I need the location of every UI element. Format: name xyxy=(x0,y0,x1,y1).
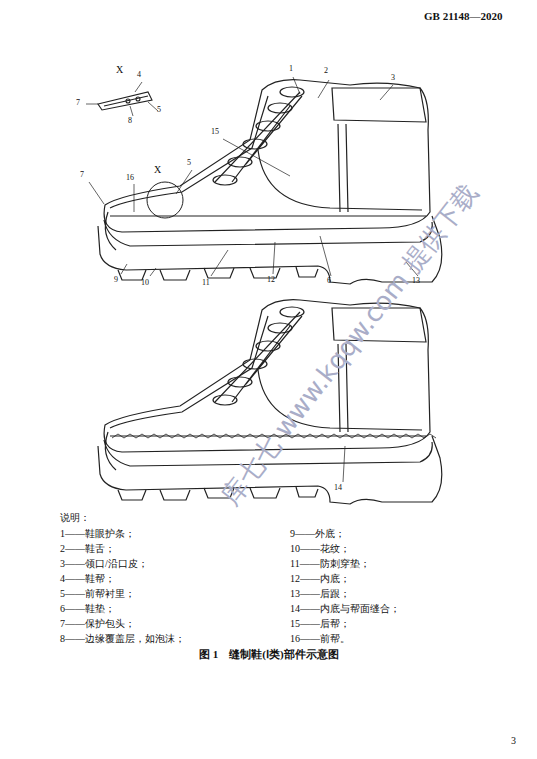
detail-mark: X xyxy=(154,164,161,175)
callout-number: 6 xyxy=(327,277,331,286)
callout-number: 4 xyxy=(137,71,141,80)
callout-number: 2 xyxy=(324,67,328,76)
callout-number: 12 xyxy=(267,276,275,285)
callout-number: 5 xyxy=(187,159,191,168)
detail-mark: X xyxy=(116,64,123,75)
page-number: 3 xyxy=(511,735,516,746)
figure-caption: 图 1 缝制鞋(Ⅰ类)部件示意图 xyxy=(199,648,339,660)
callout-number: 8 xyxy=(128,117,132,126)
legend-item: 8——边缘覆盖层，如泡沫； xyxy=(60,633,185,644)
callout-number: 3 xyxy=(391,74,395,83)
callout-number: 10 xyxy=(141,279,149,288)
callout-number: 1 xyxy=(289,65,293,74)
legend-item: 10——花纹； xyxy=(290,543,350,554)
legend-item: 11——防刺穿垫； xyxy=(290,558,370,569)
callout-number: 15 xyxy=(211,128,219,137)
legend-item: 7——保护包头； xyxy=(60,618,135,629)
legend-item: 12——内底； xyxy=(290,573,350,584)
callout-number: 7 xyxy=(80,171,84,180)
legend-item: 13——后跟； xyxy=(290,588,350,599)
legend-item: 2——鞋舌； xyxy=(60,543,115,554)
legend-item: 15——后帮； xyxy=(290,618,350,629)
callout-number: 16 xyxy=(126,174,134,183)
callout-number: 14 xyxy=(334,484,342,493)
legend-item: 5——前帮衬里； xyxy=(60,588,135,599)
callout-number: 7 xyxy=(76,99,80,108)
legend-item: 1——鞋眼护条； xyxy=(60,528,135,539)
legend-item: 9——外底； xyxy=(290,528,345,539)
legend-item: 16——前帮。 xyxy=(290,633,350,644)
legend-item: 6——鞋垫； xyxy=(60,603,115,614)
legend-item: 14——内底与帮面缝合； xyxy=(290,603,400,614)
callout-number: 9 xyxy=(114,276,118,285)
legend-heading: 说明： xyxy=(60,512,90,523)
callout-number: 11 xyxy=(202,279,210,288)
legend-item: 3——领口/沿口皮； xyxy=(60,558,148,569)
page-header: GB 21148—2020 xyxy=(424,10,503,22)
legend-item: 4——鞋帮； xyxy=(60,573,115,584)
callout-number: 5 xyxy=(157,106,161,115)
